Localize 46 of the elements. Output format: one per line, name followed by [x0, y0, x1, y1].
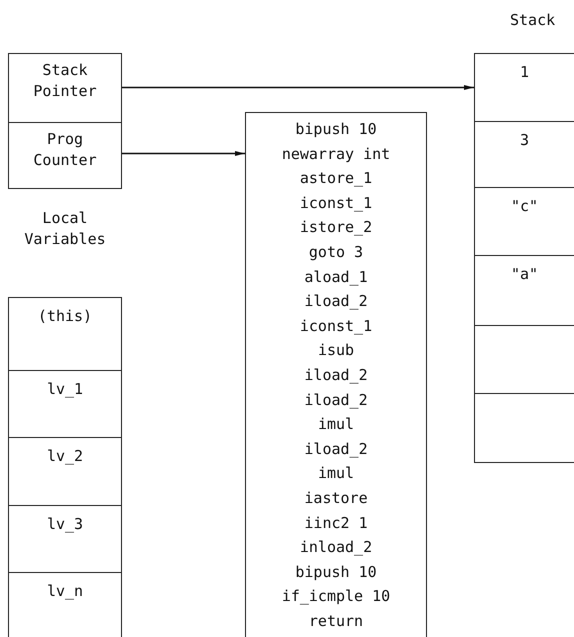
instruction-text: return: [308, 610, 364, 632]
variable-cell: [8, 370, 122, 438]
variable-name: lv_2: [46, 446, 84, 467]
variable-cell: [8, 572, 122, 637]
instruction-text: if_icmple 10: [280, 586, 392, 608]
instruction-text: astore_1: [298, 168, 374, 190]
register-box: [8, 122, 122, 189]
instruction-text: imul: [316, 463, 356, 484]
variable-cell: [8, 437, 122, 506]
instruction-text: isub: [316, 340, 356, 362]
instruction-text: inload_2: [298, 537, 374, 558]
stack-cell: [474, 53, 574, 122]
instruction-text: iload_2: [303, 364, 369, 386]
stack-value: 1: [520, 62, 530, 83]
variable-name: lv_3: [46, 514, 84, 535]
variable-cell: [8, 297, 122, 371]
instruction-text: bipush 10: [294, 562, 378, 583]
variable-name: lv_n: [46, 581, 84, 602]
arrow: [122, 85, 474, 90]
stack-value: 3: [520, 130, 530, 151]
instruction-text: bipush 10: [294, 119, 378, 140]
stack-value: "c": [510, 196, 538, 217]
arrow: [122, 151, 245, 156]
instruction-text: istore_2: [298, 217, 374, 238]
group-heading: Local Variables: [23, 208, 107, 250]
instruction-text: iload_2: [303, 291, 369, 312]
bytecode-box: [245, 112, 427, 637]
instruction-text: iconst_1: [298, 192, 374, 214]
register-box: [8, 53, 122, 123]
instruction-text: newarray int: [280, 144, 392, 165]
instruction-text: imul: [316, 414, 356, 436]
variable-name: lv_1: [46, 379, 84, 400]
group-heading: Stack: [510, 10, 556, 31]
variable-cell: [8, 505, 122, 573]
stack-cell: [474, 393, 574, 463]
variable-name: (this): [38, 306, 92, 327]
instruction-text: iastore: [303, 488, 369, 509]
instruction-text: goto 3: [308, 242, 364, 263]
register-label: Prog Counter: [32, 129, 98, 171]
register-label: Stack Pointer: [32, 60, 98, 102]
instruction-text: iload_2: [303, 438, 369, 460]
instruction-text: iinc2 1: [303, 512, 369, 534]
instruction-text: aload_1: [303, 266, 369, 288]
instruction-text: iconst_1: [298, 316, 374, 337]
instruction-text: iload_2: [303, 390, 369, 411]
stack-value: "a": [510, 264, 538, 285]
